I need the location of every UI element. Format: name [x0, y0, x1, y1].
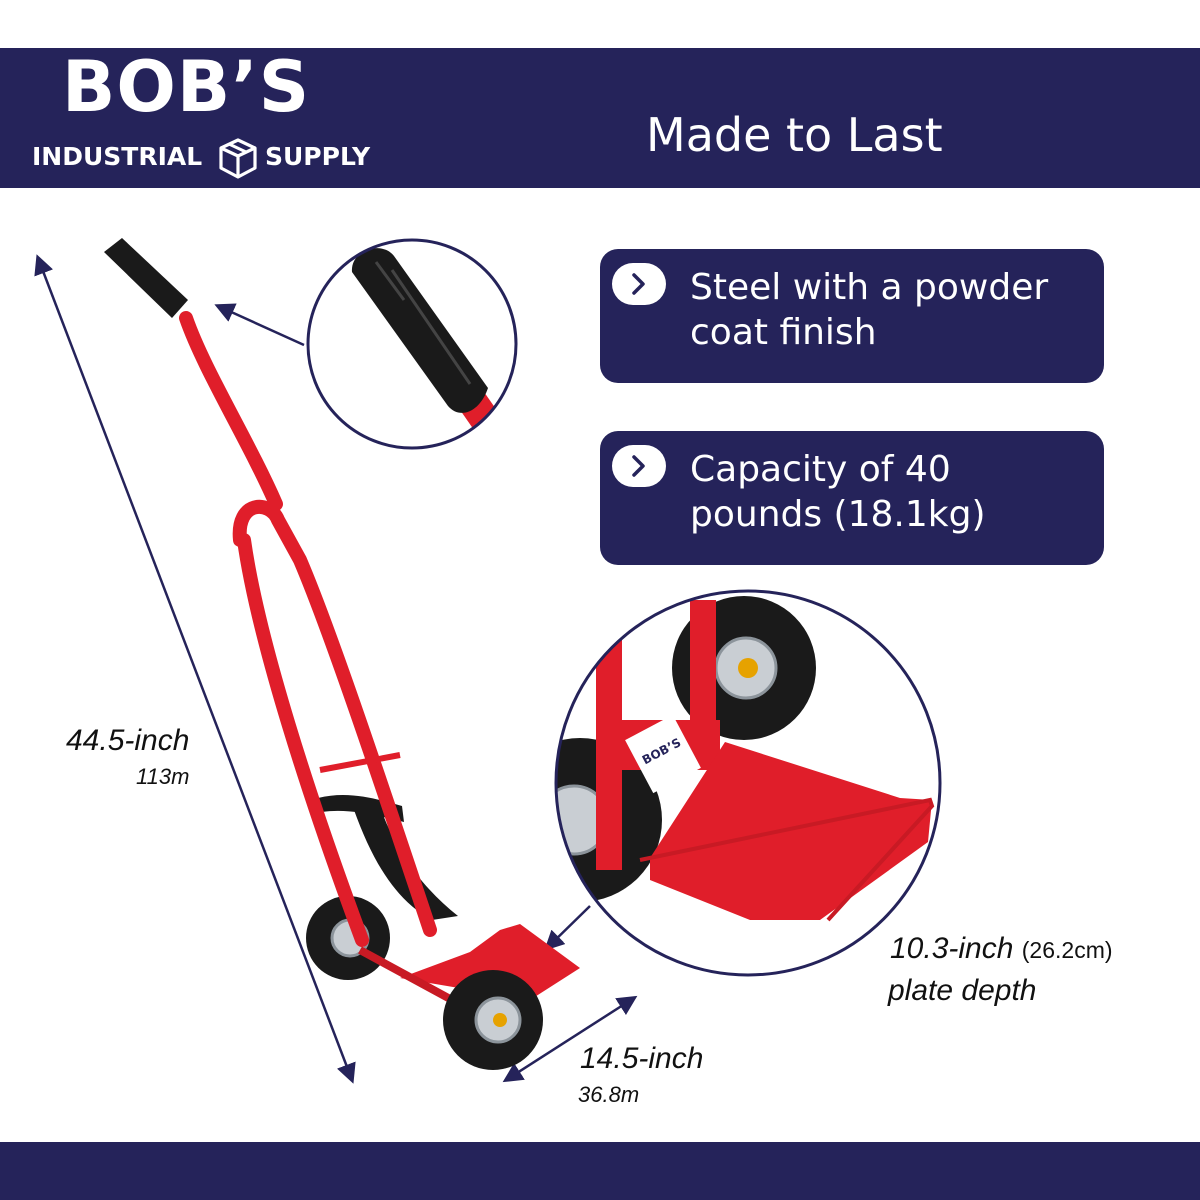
height-dimension-line [34, 254, 356, 1084]
depth-dimension-label: 10.3-inch (26.2cm) [890, 934, 1113, 964]
tagline: Made to Last [646, 108, 943, 162]
feature-text-material: Steel with a powder coat finish [690, 265, 1090, 355]
width-dimension-line [502, 995, 638, 1083]
chevron-right-icon [612, 263, 666, 305]
feature-card-capacity: Capacity of 40 pounds (18.1kg) [600, 431, 1104, 565]
handle-callout-line [214, 303, 305, 347]
chevron-right-icon [612, 445, 666, 487]
depth-dimension-value: 10.3-inch [890, 932, 1014, 965]
brand-logo-name: BOB’S [62, 46, 311, 128]
feature-text-capacity: Capacity of 40 pounds (18.1kg) [690, 447, 1090, 537]
feature-card-material: Steel with a powder coat finish [600, 249, 1104, 383]
feature-line: Steel with a powder [690, 267, 1049, 308]
hand-truck [104, 238, 580, 1070]
hand-truck-plate [400, 924, 580, 1000]
brand-logo-industrial: INDUSTRIAL [32, 142, 203, 171]
feature-line: pounds (18.1kg) [690, 494, 986, 535]
plate-callout-line [544, 905, 591, 951]
depth-dimension-metric: (26.2cm) [1021, 937, 1113, 963]
feature-line: Capacity of 40 [690, 449, 951, 490]
width-dimension-metric: 36.8m [578, 1082, 640, 1107]
height-dimension-metric: 113m [136, 764, 190, 789]
feature-line: coat finish [690, 312, 877, 353]
footer-banner [0, 1142, 1200, 1200]
header-banner [0, 48, 1200, 188]
height-dimension-label: 44.5-inch [66, 724, 190, 757]
depth-dimension-caption: plate depth [888, 974, 1037, 1007]
cardboard-box-icon [219, 138, 257, 179]
brand-logo-supply: SUPPLY [265, 142, 371, 171]
width-dimension-label: 14.5-inch [580, 1042, 704, 1075]
